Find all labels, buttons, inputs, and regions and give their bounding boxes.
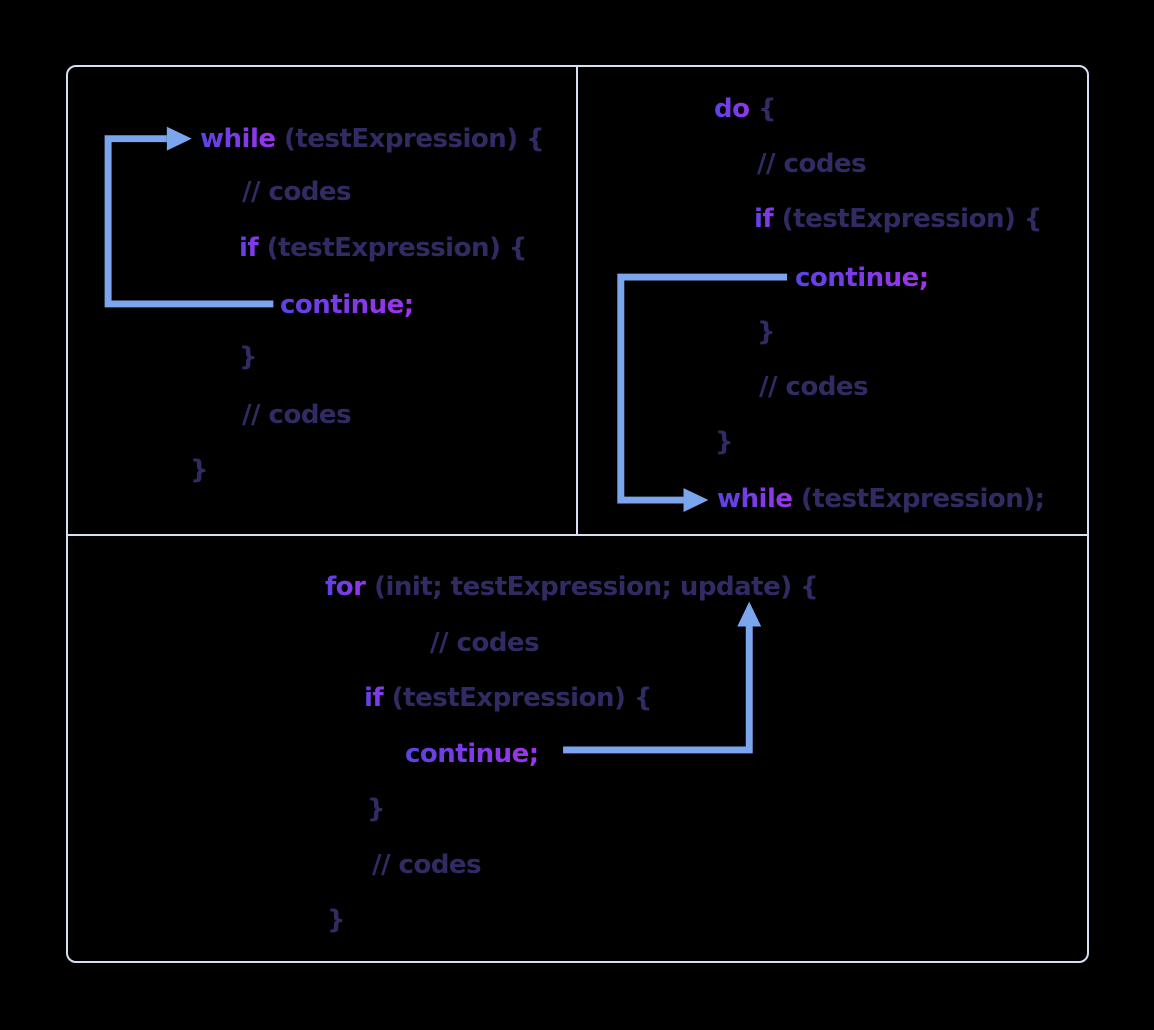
code-line: }: [190, 453, 209, 487]
code-token: (testExpression);: [801, 484, 1045, 514]
code-line: }: [239, 340, 258, 374]
code-line: continue;: [405, 737, 539, 771]
code-line: // codes: [372, 848, 482, 882]
code-token: (testExpression) {: [266, 233, 528, 263]
code-line: for (init; testExpression; update) {: [325, 570, 819, 604]
code-line: continue;: [280, 288, 414, 322]
code-line: continue;: [795, 261, 929, 295]
code-line: if (testExpression) {: [754, 202, 1042, 236]
code-token: // codes: [430, 628, 540, 658]
for-loop-panel: for (init; testExpression; update) { // c…: [68, 67, 1087, 961]
code-token: // codes: [757, 149, 867, 179]
keyword-token: continue;: [795, 263, 929, 293]
code-token: (testExpression) {: [391, 683, 653, 713]
code-token: // codes: [372, 850, 482, 880]
keyword-token: for: [325, 572, 375, 602]
code-line: // codes: [242, 398, 352, 432]
code-line: // codes: [757, 147, 867, 181]
code-token: }: [239, 342, 258, 372]
keyword-token: if: [364, 683, 392, 713]
panel-divider-vertical: [576, 67, 578, 534]
code-token: }: [190, 455, 209, 485]
code-line: }: [367, 792, 386, 826]
code-line: // codes: [430, 626, 540, 660]
code-token: }: [367, 794, 386, 824]
code-token: (testExpression) {: [781, 204, 1043, 234]
panel-divider-horizontal: [68, 534, 1087, 536]
code-line: }: [327, 903, 346, 937]
keyword-token: do: [714, 94, 759, 124]
code-token: (testExpression) {: [284, 124, 545, 154]
code-line: do {: [714, 92, 777, 126]
code-line: if (testExpression) {: [364, 681, 652, 715]
code-token: {: [758, 94, 777, 124]
code-token: // codes: [242, 400, 352, 430]
keyword-token: if: [754, 204, 782, 234]
code-token: (init; testExpression; update) {: [374, 572, 819, 602]
code-token: }: [327, 905, 346, 935]
keyword-token: continue;: [405, 739, 539, 769]
keyword-token: continue;: [280, 290, 414, 320]
